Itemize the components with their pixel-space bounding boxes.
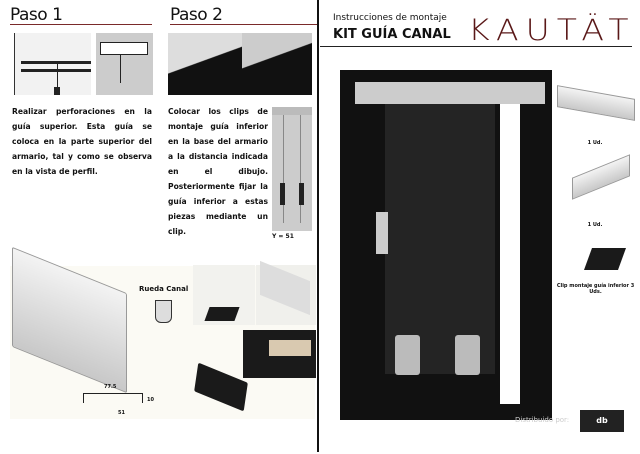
- header-title: KIT GUÍA CANAL: [333, 27, 451, 42]
- bottom-wheel: [455, 335, 480, 375]
- part-qty: Clip montaje guía inferior 3 Uds.: [556, 283, 635, 295]
- part-qty: 1 Ud.: [587, 140, 603, 146]
- step2-title: Paso 2: [170, 5, 223, 25]
- step2-clip-distance-drawing: [272, 107, 312, 231]
- step2-photo-clip: [168, 33, 243, 95]
- distributed-by: Distribuido por:: [515, 416, 570, 424]
- part-top-rail: [557, 85, 635, 121]
- step2-dimension: Y = 51: [272, 233, 294, 240]
- profile-height: 10: [147, 397, 154, 403]
- step2-photo-rail: [242, 33, 312, 95]
- header-underline: [320, 46, 632, 47]
- step1-title: Paso 1: [10, 5, 63, 25]
- step1-side-view: [96, 33, 153, 95]
- profile-drawing: [83, 393, 143, 403]
- step1-underline: [10, 24, 152, 25]
- part-bottom-rail: [572, 154, 630, 200]
- bottom-wheel: [395, 335, 420, 375]
- step1-profile-drawing: [14, 33, 91, 95]
- part-clip: [583, 248, 627, 270]
- profile-inner: 51: [118, 410, 125, 416]
- door-gap: [500, 104, 520, 404]
- step2-text: Colocar los clips de montaje guía inferi…: [168, 107, 268, 236]
- header-subtitle: Instrucciones de montaje: [333, 13, 447, 23]
- step2-underline: [170, 24, 317, 25]
- page-divider: [317, 0, 319, 452]
- sliding-door: [385, 104, 495, 374]
- clip-install-photo-2: [256, 260, 316, 325]
- top-rail: [355, 82, 545, 104]
- step1-text: Realizar perforaciones en la guía superi…: [12, 107, 152, 176]
- wheel-icon: [155, 300, 172, 323]
- door-handle: [376, 212, 388, 254]
- part-qty: 1 Ud.: [587, 222, 603, 228]
- wheel-label: Rueda Canal: [139, 285, 189, 293]
- clip-install-photo-3: [243, 330, 316, 378]
- profile-width: 77.5: [104, 384, 117, 390]
- brand-logo: KAUTÄT: [468, 11, 636, 48]
- clip-install-photo-1: [193, 265, 255, 325]
- db-group-logo: db GROUP: [580, 410, 624, 447]
